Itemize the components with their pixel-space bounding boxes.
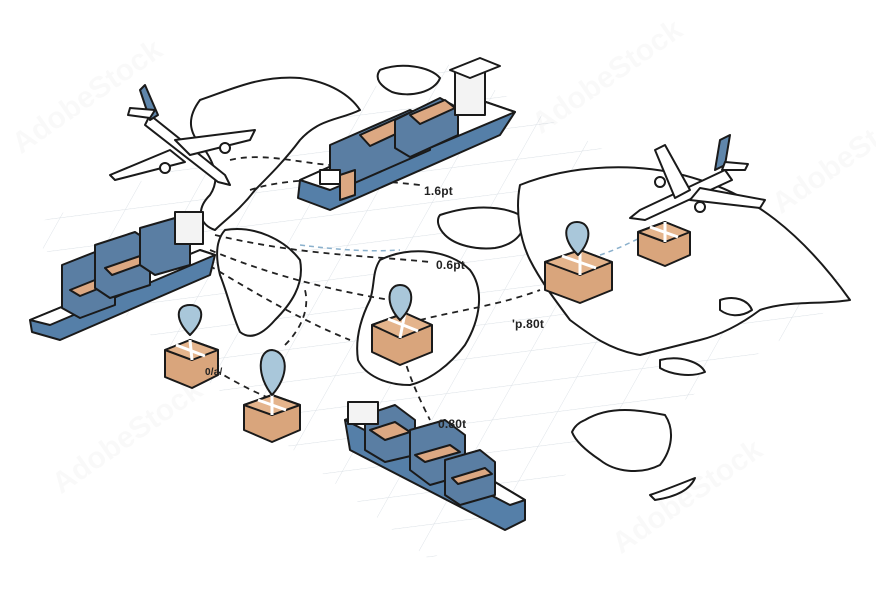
parcel-center <box>371 284 433 366</box>
route-label-4: 0.80t <box>438 417 467 431</box>
australia <box>571 409 672 472</box>
plane-top-right <box>629 134 766 221</box>
parcel-far-east <box>637 221 691 267</box>
parcel-left <box>164 304 219 389</box>
parcel-east <box>544 221 613 304</box>
new-zealand <box>649 477 696 501</box>
greenland <box>376 64 441 96</box>
air-routes <box>299 237 641 256</box>
route-label-5: 0/a/ <box>205 367 223 378</box>
route-label-2: 0.6pt <box>436 258 466 272</box>
parcel-bottom-left <box>243 349 301 443</box>
south-america <box>216 228 302 337</box>
route-label-3: 'p.80t <box>512 317 545 331</box>
ship-bottom-center <box>344 401 526 531</box>
ship-top-center <box>297 57 516 211</box>
japan <box>719 297 753 317</box>
plane-top-left <box>109 84 256 186</box>
se-asia-islands <box>659 357 706 376</box>
route-label-1: 1.6pt <box>424 184 454 198</box>
shipping-routes <box>199 156 541 421</box>
parcels <box>164 221 691 443</box>
ship-left <box>29 211 216 341</box>
europe <box>436 206 525 250</box>
